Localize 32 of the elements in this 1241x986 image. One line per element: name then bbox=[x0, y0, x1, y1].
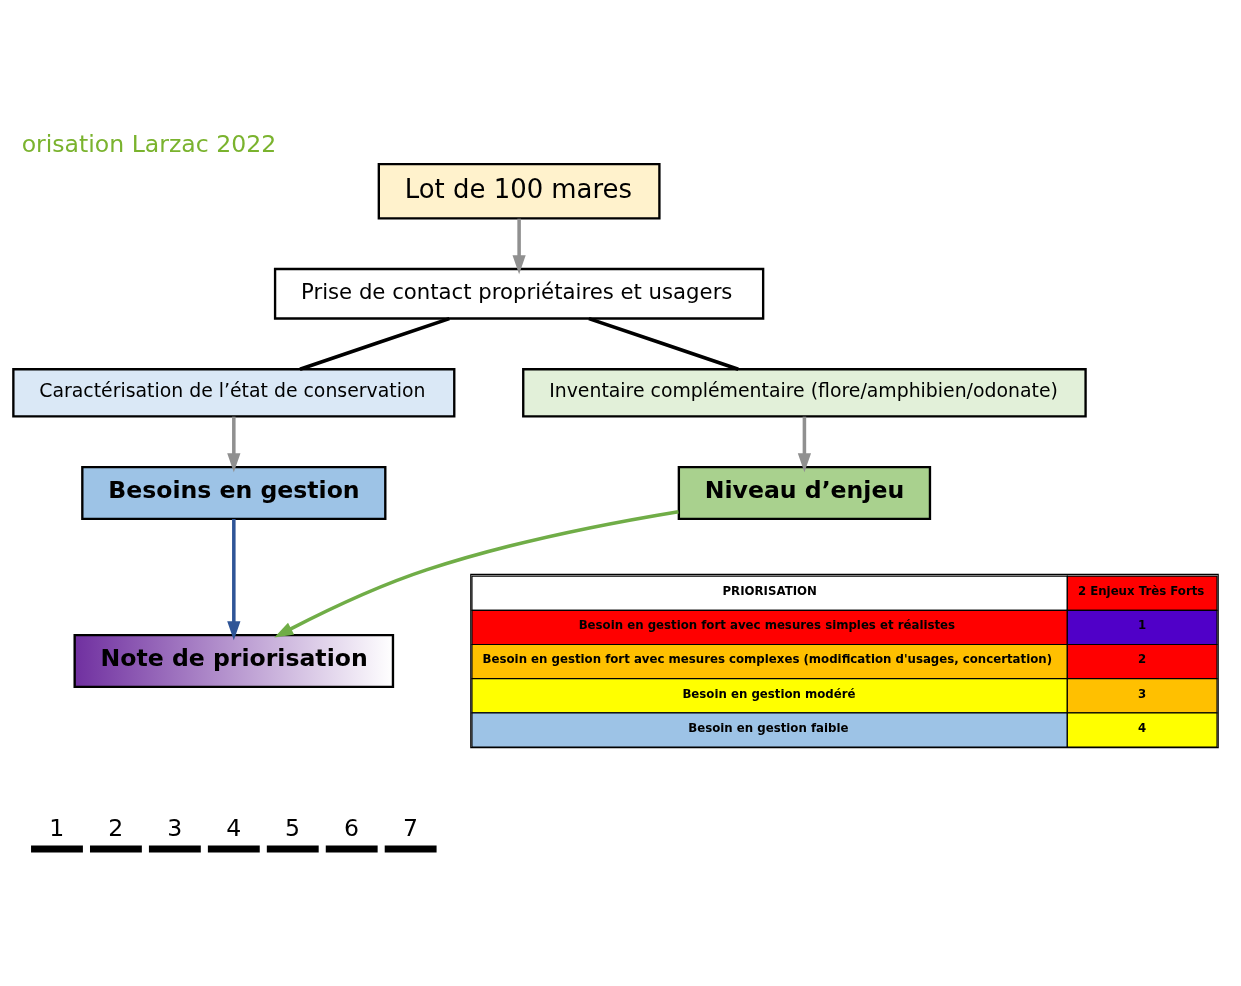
connector bbox=[588, 316, 739, 371]
node-box: Prise de contact propriétaires et usagers bbox=[273, 267, 765, 320]
label: 5 bbox=[285, 814, 301, 843]
label: Besoin en gestion modéré bbox=[682, 686, 856, 701]
node-box: Niveau d’enjeu bbox=[677, 465, 932, 521]
label: 1 bbox=[1138, 618, 1147, 633]
node-box: Inventaire complémentaire (flore/amphibien/odonate) bbox=[522, 368, 1087, 418]
label: 3 bbox=[167, 814, 183, 843]
label: 7 bbox=[402, 814, 418, 843]
label: 2 bbox=[1138, 652, 1147, 667]
arrow bbox=[512, 218, 526, 275]
label: Besoin en gestion fort avec mesures simples et réalistes bbox=[578, 618, 956, 633]
arrow bbox=[227, 416, 241, 473]
arrow bbox=[227, 518, 241, 641]
label: Besoin en gestion fort avec mesures complexes (modification d'usages, concertation) bbox=[482, 652, 1053, 667]
label: 2 Enjeux Très Forts bbox=[1077, 583, 1205, 598]
label: 4 bbox=[1138, 720, 1147, 735]
label: 3 bbox=[1138, 686, 1147, 701]
node-box: Lot de 100 mares bbox=[377, 162, 661, 220]
label: Besoin en gestion faible bbox=[688, 720, 849, 735]
label: PRIORISATION bbox=[722, 583, 817, 598]
arrow bbox=[797, 416, 812, 473]
arrow bbox=[274, 509, 679, 638]
label: 2 bbox=[108, 814, 124, 843]
diagram-title: orisation Larzac 2022 bbox=[21, 130, 277, 159]
node-box: Note de priorisation bbox=[73, 633, 395, 689]
node-box: Besoins en gestion bbox=[81, 465, 387, 521]
label: 1 bbox=[49, 814, 65, 843]
connector bbox=[299, 316, 450, 371]
label: 4 bbox=[226, 814, 242, 843]
label: 6 bbox=[344, 814, 360, 843]
node-box: Caractérisation de l’état de conservation bbox=[12, 368, 456, 418]
